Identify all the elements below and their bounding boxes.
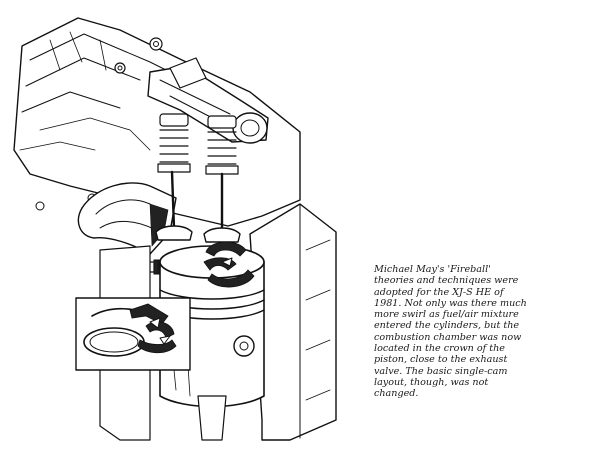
combustion-chamber-swirl xyxy=(203,241,255,288)
camshaft-assembly xyxy=(147,57,269,144)
caption-line: Michael May's 'Fireball' xyxy=(374,264,491,275)
caption-line: piston, close to the exhaust xyxy=(374,354,508,366)
caption-line: located in the crown of the xyxy=(374,343,505,355)
caption-line: 1981. Not only was there much xyxy=(374,297,527,309)
exhaust-valve xyxy=(203,115,241,243)
caption-line: adopted for the XJ-S HE of xyxy=(374,286,504,298)
caption-line: entered the cylinders, but the xyxy=(374,320,520,332)
caption-line: theories and techniques were xyxy=(374,275,519,287)
inset-swirl-detail xyxy=(75,297,191,371)
figure-caption: Michael May's 'Fireball' theories and te… xyxy=(374,264,580,400)
caption-line: more swirl as fuel/air mixture xyxy=(374,309,519,321)
caption-line: valve. The basic single-cam xyxy=(374,365,508,377)
intake-valve xyxy=(155,113,193,241)
caption-line: combustion chamber was now xyxy=(374,331,522,343)
caption-line: changed. xyxy=(374,388,419,400)
intake-port xyxy=(77,182,177,255)
caption-line: layout, though, was not xyxy=(374,376,489,388)
